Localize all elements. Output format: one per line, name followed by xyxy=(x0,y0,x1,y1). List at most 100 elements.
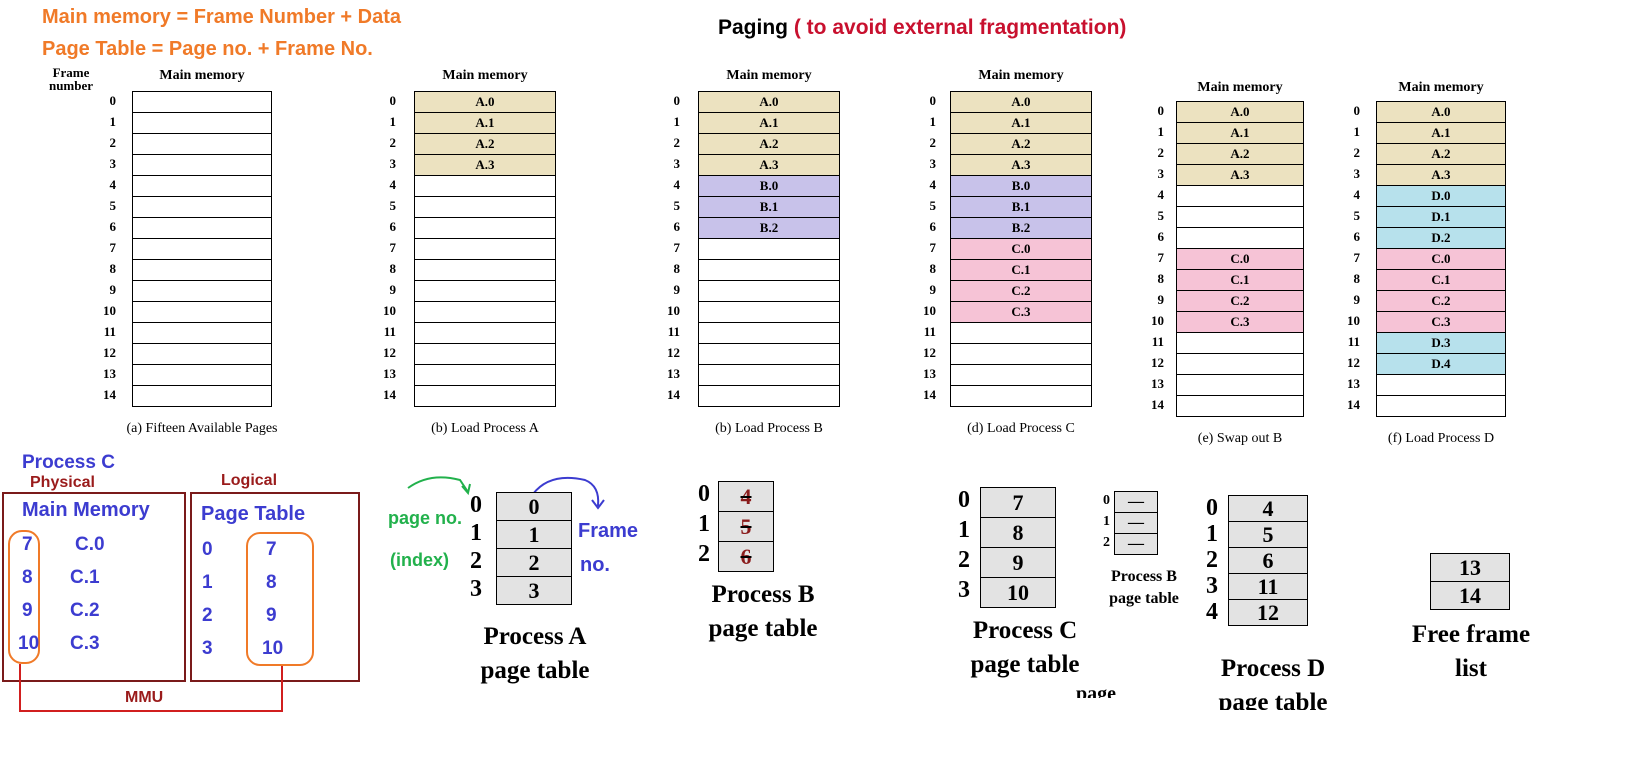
memory-frame-cell xyxy=(132,280,272,302)
frame-number: 12 xyxy=(103,345,116,360)
process-d-caption: Process D page table xyxy=(1198,652,1348,710)
memory-frame-cell xyxy=(414,259,556,281)
memory-frame-cell: B.2 xyxy=(698,217,840,239)
memory-panel-header: Main memory xyxy=(442,68,528,83)
memory-frame-cell xyxy=(132,175,272,197)
mmu-page-label: C.3 xyxy=(70,633,100,654)
page-title: Paging ( to avoid external fragmentation… xyxy=(718,16,1126,40)
frame-number: 9 xyxy=(1353,292,1361,307)
mmu-page-frame: 10 xyxy=(262,638,284,659)
memory-frame-cell xyxy=(698,238,840,260)
frame-number: 11 xyxy=(383,324,396,339)
physical-label: Physical xyxy=(30,474,95,491)
frame-number: 5 xyxy=(109,198,117,213)
process-b-caption-2: page table xyxy=(708,615,818,642)
panel-caption: (d) Load Process C xyxy=(967,421,1075,436)
memory-frame-cell xyxy=(414,364,556,386)
memory-frame-cell xyxy=(1176,227,1304,249)
process-c-caption: Process C page table xyxy=(950,614,1100,682)
memory-frame-cell xyxy=(132,217,272,239)
page-table-heading: Page Table xyxy=(201,503,306,525)
memory-frame-cell xyxy=(950,364,1092,386)
process-c-caption-1: Process C xyxy=(972,617,1078,644)
page-table-cell: 1 xyxy=(496,520,572,549)
memory-frame-cell: C.2 xyxy=(950,280,1092,302)
frame-number: 5 xyxy=(1353,208,1361,223)
page-table-cell: 4 xyxy=(718,481,774,512)
process-b-small-caption: Process B page table xyxy=(1094,566,1194,610)
title-main: Paging xyxy=(718,16,789,39)
frame-number: 0 xyxy=(1157,103,1165,118)
frame-number: 9 xyxy=(1157,292,1165,307)
frame-number: 12 xyxy=(923,345,936,360)
memory-frame-cell xyxy=(950,322,1092,344)
memory-frame-cell: A.1 xyxy=(950,112,1092,134)
memory-frame-cell: B.1 xyxy=(950,196,1092,218)
memory-frame-cell: B.0 xyxy=(698,175,840,197)
frame-number: 2 xyxy=(1157,145,1165,160)
frame-number: 14 xyxy=(103,387,116,402)
frame-number: 5 xyxy=(673,198,681,213)
frame-number: 3 xyxy=(1353,166,1361,181)
frame-number: 0 xyxy=(1353,103,1361,118)
frame-number: 13 xyxy=(667,366,680,381)
memory-frame-cell xyxy=(698,280,840,302)
panel-caption: (e) Swap out B xyxy=(1197,431,1283,446)
frame-number: 14 xyxy=(923,387,936,402)
memory-frame-cell: A.1 xyxy=(698,112,840,134)
memory-frame-cell xyxy=(132,133,272,155)
page-index: 1 xyxy=(958,517,970,543)
mmu-page-index: 0 xyxy=(202,539,213,560)
memory-frame-cell: A.0 xyxy=(414,91,556,113)
page-table-cell: 7 xyxy=(980,487,1056,518)
memory-frame-cell xyxy=(950,385,1092,407)
memory-frame-cell: C.3 xyxy=(1376,311,1506,333)
memory-frame-cell: D.0 xyxy=(1376,185,1506,207)
page-table-cell: 8 xyxy=(980,517,1056,548)
memory-frame-cell xyxy=(414,301,556,323)
memory-frame-cell: B.1 xyxy=(698,196,840,218)
mmu-label: MMU xyxy=(125,689,164,706)
free-frame-caption-1: Free frame xyxy=(1411,621,1531,648)
annot-index: (index) xyxy=(390,550,450,570)
page-table-cell: — xyxy=(1114,533,1158,555)
page-table-cell: 5 xyxy=(1228,521,1308,548)
process-a-caption: Process A page table xyxy=(460,620,610,688)
memory-frame-cell: A.2 xyxy=(414,133,556,155)
memory-frame-cell xyxy=(698,322,840,344)
mmu-line-right xyxy=(281,666,283,712)
mmu-process-label: Process C xyxy=(22,452,115,473)
page-table-cell: 5 xyxy=(718,511,774,542)
mmu-frame-number: 9 xyxy=(22,600,33,621)
mmu-page-frame: 7 xyxy=(266,539,277,560)
memory-frame-cell xyxy=(1176,332,1304,354)
frame-number: 1 xyxy=(389,114,397,129)
memory-frame-cell: B.2 xyxy=(950,217,1092,239)
frame-number: 10 xyxy=(383,303,396,318)
cutoff-text: page xyxy=(1076,684,1116,698)
memory-frame-cell: A.2 xyxy=(1376,143,1506,165)
memory-panel-header: Main memory xyxy=(726,68,812,83)
mmu-page-index: 3 xyxy=(202,638,213,659)
page-table-cell: 13 xyxy=(1430,553,1510,582)
memory-frame-cell: A.3 xyxy=(1376,164,1506,186)
frame-number: 11 xyxy=(103,324,116,339)
logical-box xyxy=(190,492,360,682)
frame-number: 8 xyxy=(673,261,681,276)
memory-frame-cell xyxy=(132,364,272,386)
green-arrowhead xyxy=(461,483,471,496)
frame-number: 7 xyxy=(673,240,681,255)
page-index: 0 xyxy=(1206,495,1218,521)
mmu-page-label: C.2 xyxy=(70,600,100,621)
memory-frame-cell: C.0 xyxy=(1176,248,1304,270)
frame-number: 13 xyxy=(383,366,396,381)
frame-number: 1 xyxy=(929,114,937,129)
frame-number: 3 xyxy=(1157,166,1165,181)
memory-frame-cell: D.3 xyxy=(1376,332,1506,354)
blue-arrowhead xyxy=(591,499,605,510)
process-d-caption-2: page table xyxy=(1218,689,1328,710)
page-index: 1 xyxy=(1206,521,1218,547)
frame-number: 5 xyxy=(1157,208,1165,223)
annotation-arrows xyxy=(407,476,605,510)
memory-frame-cell xyxy=(698,385,840,407)
